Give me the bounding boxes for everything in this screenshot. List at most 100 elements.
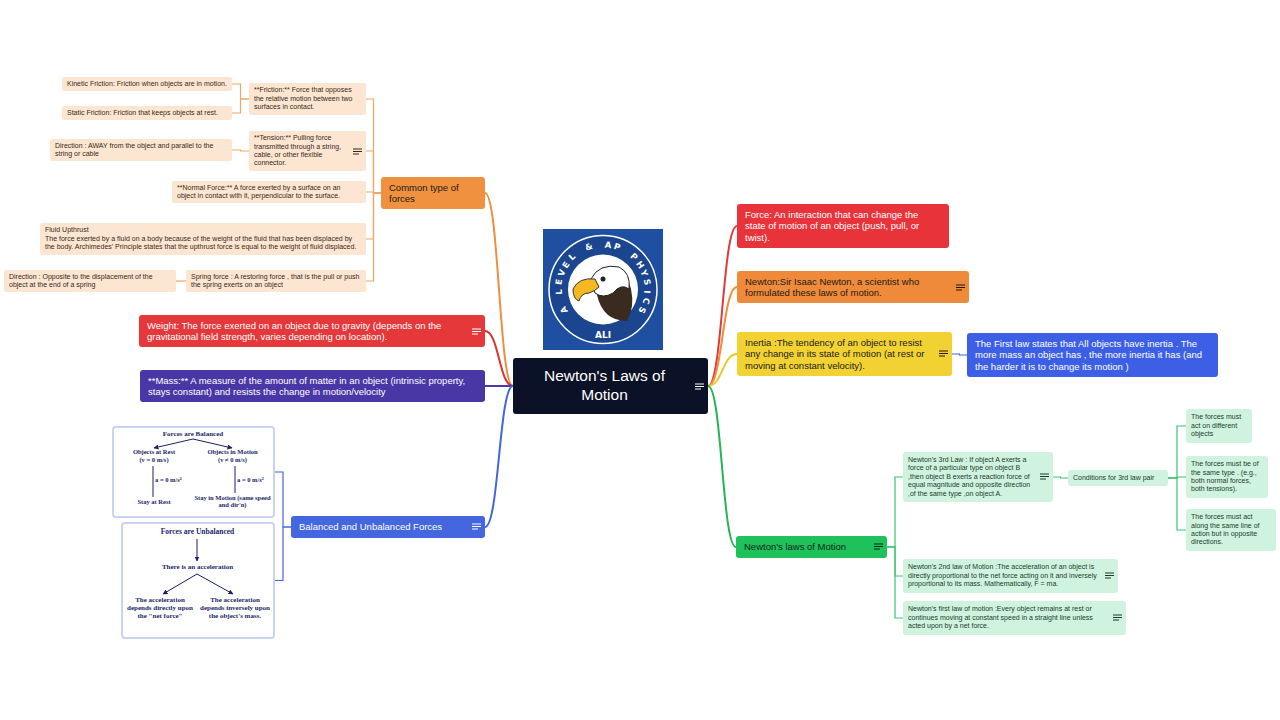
- menu-icon: [1113, 614, 1122, 621]
- flow-text: Stay in Motion (same speed and dir'n): [193, 494, 272, 509]
- branch-connector: [708, 386, 736, 547]
- branch-connector: [232, 99, 249, 113]
- detail-box: Direction : Opposite to the displacement…: [4, 270, 176, 293]
- branch-connector: [952, 354, 967, 355]
- menu-icon-stroke: [1113, 617, 1122, 618]
- eagle-head: [591, 266, 629, 296]
- logo-letter: E: [561, 260, 571, 270]
- branch-connector: [232, 150, 249, 151]
- branch-box: Newton's laws of Motion: [736, 536, 887, 557]
- logo-letter: A: [558, 305, 569, 315]
- topic-box: **Friction:** Force that opposes the rel…: [249, 83, 366, 114]
- branch-connector: [485, 385, 513, 387]
- detail-box: The forces must act on different objects: [1186, 409, 1252, 442]
- node-text: The forces must act on different objects: [1191, 413, 1247, 438]
- branch-connector: [1053, 477, 1068, 478]
- menu-icon: [939, 350, 948, 357]
- node-text: The First law states that All objects ha…: [975, 338, 1210, 372]
- menu-icon-stroke: [353, 151, 362, 152]
- node-heading: Fluid Upthrust: [45, 226, 361, 234]
- node-text: Direction : AWAY from the object and par…: [55, 142, 227, 159]
- logo-badge: A LEVEL & AP PHYSICSALI: [543, 229, 663, 350]
- node-text: Newton's first law of motion :Every obje…: [908, 605, 1110, 630]
- menu-icon-stroke: [939, 353, 948, 354]
- branch-connector: [366, 99, 381, 193]
- branch-box: Common type of forces: [381, 177, 485, 210]
- flow-text: Objects in Motion: [193, 448, 272, 455]
- branch-connector: [485, 331, 513, 386]
- menu-icon-stroke: [353, 148, 362, 149]
- menu-icon-stroke: [695, 386, 704, 387]
- branch-box: **Mass:** A measure of the amount of mat…: [140, 370, 485, 403]
- topic-box: The First law states that All objects ha…: [967, 333, 1218, 377]
- flow-arrow: [197, 574, 233, 594]
- node-text: **Mass:** A measure of the amount of mat…: [148, 375, 477, 398]
- node-text: Static Friction: Friction that keeps obj…: [67, 109, 227, 117]
- logo-ring: [549, 236, 657, 344]
- menu-icon: [472, 523, 481, 530]
- topic-box: Newton's 2nd law of Motion :The accelera…: [903, 559, 1118, 592]
- node-text: Newton's 2nd law of Motion :The accelera…: [908, 563, 1102, 588]
- flow-text: The acceleration depends directly upon t…: [124, 596, 196, 620]
- flow-arrow: [154, 439, 193, 448]
- menu-icon-stroke: [1105, 575, 1114, 576]
- branch-box: Newton:Sir Isaac Newton, a scientist who…: [737, 271, 969, 304]
- topic-box: Spring force : A restoring force , that …: [186, 270, 366, 293]
- menu-icon-stroke: [1105, 578, 1111, 579]
- menu-icon-stroke: [939, 356, 945, 357]
- logo-letter: L: [567, 252, 577, 262]
- branch-connector: [708, 354, 737, 386]
- node-text: Conditions for 3rd law pair: [1073, 474, 1163, 482]
- flow-text: a = 0 m/s²: [237, 476, 273, 483]
- node-text: **Normal Force:** A force exerted by a s…: [177, 184, 361, 201]
- logo-letter: H: [634, 259, 645, 270]
- branch-connector: [708, 226, 737, 386]
- detail-box: The forces must be of the same type . (e…: [1186, 456, 1268, 498]
- flow-arrow: [163, 574, 197, 594]
- menu-icon: [1105, 572, 1114, 579]
- logo-letter: S: [642, 279, 651, 286]
- menu-icon: [874, 543, 883, 550]
- topic-box: Fluid UpthrustThe force exerted by a flu…: [40, 223, 366, 254]
- detail-box: Static Friction: Friction that keeps obj…: [62, 106, 232, 120]
- figure-panel: Forces are UnbalancedThere is an acceler…: [121, 522, 275, 639]
- logo-letter: A: [604, 241, 611, 250]
- topic-box: Conditions for 3rd law pair: [1068, 470, 1168, 486]
- menu-icon-stroke: [472, 328, 481, 329]
- menu-icon-stroke: [472, 524, 481, 525]
- branch-connector: [176, 280, 186, 281]
- branch-connector: [708, 287, 737, 386]
- figure-panel: Forces are BalancedObjects at Rest(v = 0…: [112, 426, 275, 518]
- flow-arrow: [193, 439, 232, 448]
- flow-text: (v ≠ 0 m/s): [193, 456, 272, 463]
- node-text: Newton's laws of Motion: [744, 541, 871, 552]
- menu-icon-stroke: [874, 544, 883, 545]
- branch-box: Inertia :The tendency of an object to re…: [737, 332, 952, 376]
- logo-letter: &: [584, 242, 594, 252]
- logo-letter: S: [637, 306, 647, 315]
- menu-icon-stroke: [472, 331, 481, 332]
- menu-icon-stroke: [874, 549, 880, 550]
- menu-icon-stroke: [1040, 479, 1046, 480]
- menu-icon-stroke: [956, 284, 965, 285]
- branch-connector: [232, 84, 249, 99]
- eagle-beak: [573, 279, 599, 301]
- panel-heading: Forces are Balanced: [114, 430, 272, 438]
- logo-letter: P: [613, 242, 622, 252]
- menu-icon-stroke: [1113, 615, 1122, 616]
- detail-box: The forces must act along the same line …: [1186, 509, 1276, 551]
- branch-connector: [485, 193, 513, 386]
- flow-arrow: [197, 539, 198, 561]
- node-text: Newton's 3rd Law : If object A exerts a …: [908, 456, 1037, 498]
- menu-icon: [353, 148, 362, 155]
- branch-connector: [485, 386, 513, 527]
- flow-arrow: [235, 466, 236, 493]
- branch-box: Weight: The force exerted on an object d…: [139, 315, 485, 348]
- branch-connector: [887, 547, 903, 618]
- eagle-eye: [601, 277, 606, 282]
- logo-letter: P: [628, 252, 638, 262]
- branch-connector: [887, 477, 903, 547]
- node-text: Direction : Opposite to the displacement…: [9, 273, 171, 290]
- menu-icon: [695, 383, 704, 390]
